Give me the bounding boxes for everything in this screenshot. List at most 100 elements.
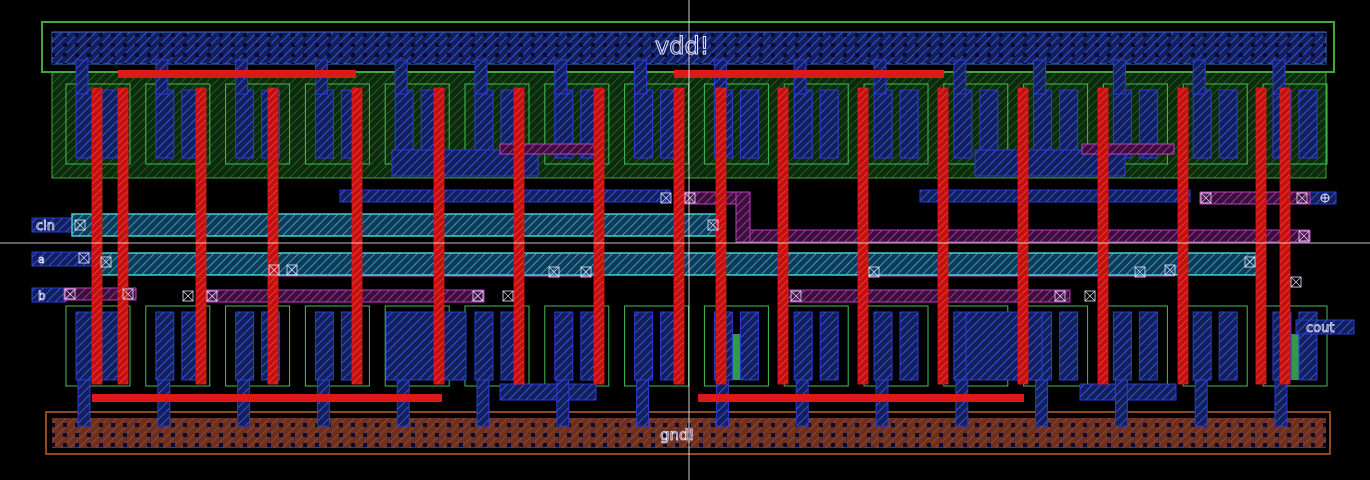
cout-label: cout: [1306, 321, 1334, 336]
via: [580, 266, 592, 278]
via: [1290, 276, 1302, 288]
via: [182, 290, 194, 302]
via: [100, 256, 112, 268]
via: [1084, 290, 1096, 302]
gnd-stub: [715, 379, 729, 427]
poly-gate: [1177, 87, 1189, 385]
via: [1296, 192, 1308, 204]
via: [1244, 256, 1256, 268]
poly-gate: [351, 87, 363, 385]
gnd-stub: [1194, 379, 1208, 427]
poly-gate: [715, 87, 727, 385]
vdd-stub: [1033, 59, 1047, 95]
gnd-stub: [795, 379, 809, 427]
poly-gate: [117, 87, 129, 385]
poly-gate: [937, 87, 949, 385]
via: [74, 219, 86, 231]
poly-gate: [195, 87, 207, 385]
poly-gate: [91, 87, 103, 385]
gnd-stub: [396, 379, 410, 427]
gnd-stub: [955, 379, 969, 427]
cin-label: cin: [36, 219, 55, 234]
poly-gate: [777, 87, 789, 385]
gnd-stub: [316, 379, 330, 427]
vdd-stub: [75, 59, 89, 95]
nmos-transistor: [1102, 305, 1168, 387]
nmos-transistor: [225, 305, 291, 387]
a-label: a: [38, 253, 45, 266]
vdd-stub: [1192, 59, 1206, 95]
poly-gate: [1279, 87, 1291, 385]
nmos-cells: [65, 305, 1328, 387]
via: [1054, 290, 1066, 302]
nmos-transistor: [65, 305, 131, 387]
gnd-stub: [556, 379, 570, 427]
via: [286, 264, 298, 276]
vdd-stub: [1112, 59, 1126, 95]
pmos-transistor: [863, 83, 929, 165]
nmos-transistor: [145, 305, 211, 387]
nmos-transistor: [863, 305, 929, 387]
via: [660, 192, 672, 204]
via: [122, 288, 134, 300]
vdd-stub: [634, 59, 648, 95]
vdd-stub: [953, 59, 967, 95]
via: [548, 266, 560, 278]
via: [206, 290, 218, 302]
vdd-stub: [474, 59, 488, 95]
poly-gate: [267, 87, 279, 385]
b-pin[interactable]: b: [38, 289, 46, 304]
poly-strap: [674, 70, 944, 78]
poly-gate: [673, 87, 685, 385]
nmos-transistor: [703, 305, 769, 387]
gnd-stub: [476, 379, 490, 427]
vdd-stub: [394, 59, 408, 95]
gnd-stub: [1114, 379, 1128, 427]
poly-gate: [1017, 87, 1029, 385]
via: [1298, 230, 1310, 242]
a-pin[interactable]: a: [38, 253, 45, 267]
poly-strap: [92, 394, 442, 402]
poly-gate: [1255, 87, 1267, 385]
via: [868, 266, 880, 278]
cout-pin[interactable]: cout: [1306, 321, 1335, 337]
via: [64, 288, 76, 300]
poly-strap: [118, 70, 356, 78]
extra-pin-right[interactable]: [1320, 193, 1330, 203]
cin-pin[interactable]: cin: [36, 219, 56, 235]
pmos-transistor: [1023, 83, 1089, 165]
via: [268, 264, 280, 276]
via: [707, 219, 719, 231]
gnd-label: gnd!: [660, 426, 695, 444]
gnd-stub: [1035, 379, 1049, 427]
via: [790, 290, 802, 302]
via: [472, 290, 484, 302]
vdd-stub: [554, 59, 568, 95]
gnd-stub: [1274, 379, 1288, 427]
via: [684, 192, 696, 204]
nmos-transistor: [1182, 305, 1248, 387]
cin-net-highlight[interactable]: [71, 213, 723, 237]
pmos-transistor: [1102, 83, 1168, 165]
via: [502, 290, 514, 302]
vdd-stub: [1272, 59, 1286, 95]
gnd-stub: [636, 379, 650, 427]
nmos-transistor: [1262, 305, 1328, 387]
poly-gate: [513, 87, 525, 385]
poly-strap: [698, 394, 1024, 402]
poly-gate: [857, 87, 869, 385]
poly-gate: [1097, 87, 1109, 385]
vdd-label: vdd!: [655, 32, 709, 60]
b-label: b: [38, 289, 46, 303]
poly-routes: [91, 70, 1291, 402]
poly-gate: [433, 87, 445, 385]
gnd-stub: [237, 379, 251, 427]
via: [1134, 266, 1146, 278]
via: [78, 252, 90, 264]
gnd-stub: [77, 379, 91, 427]
via: [1164, 264, 1176, 276]
gnd-stub: [157, 379, 171, 427]
nmos-transistor: [783, 305, 849, 387]
